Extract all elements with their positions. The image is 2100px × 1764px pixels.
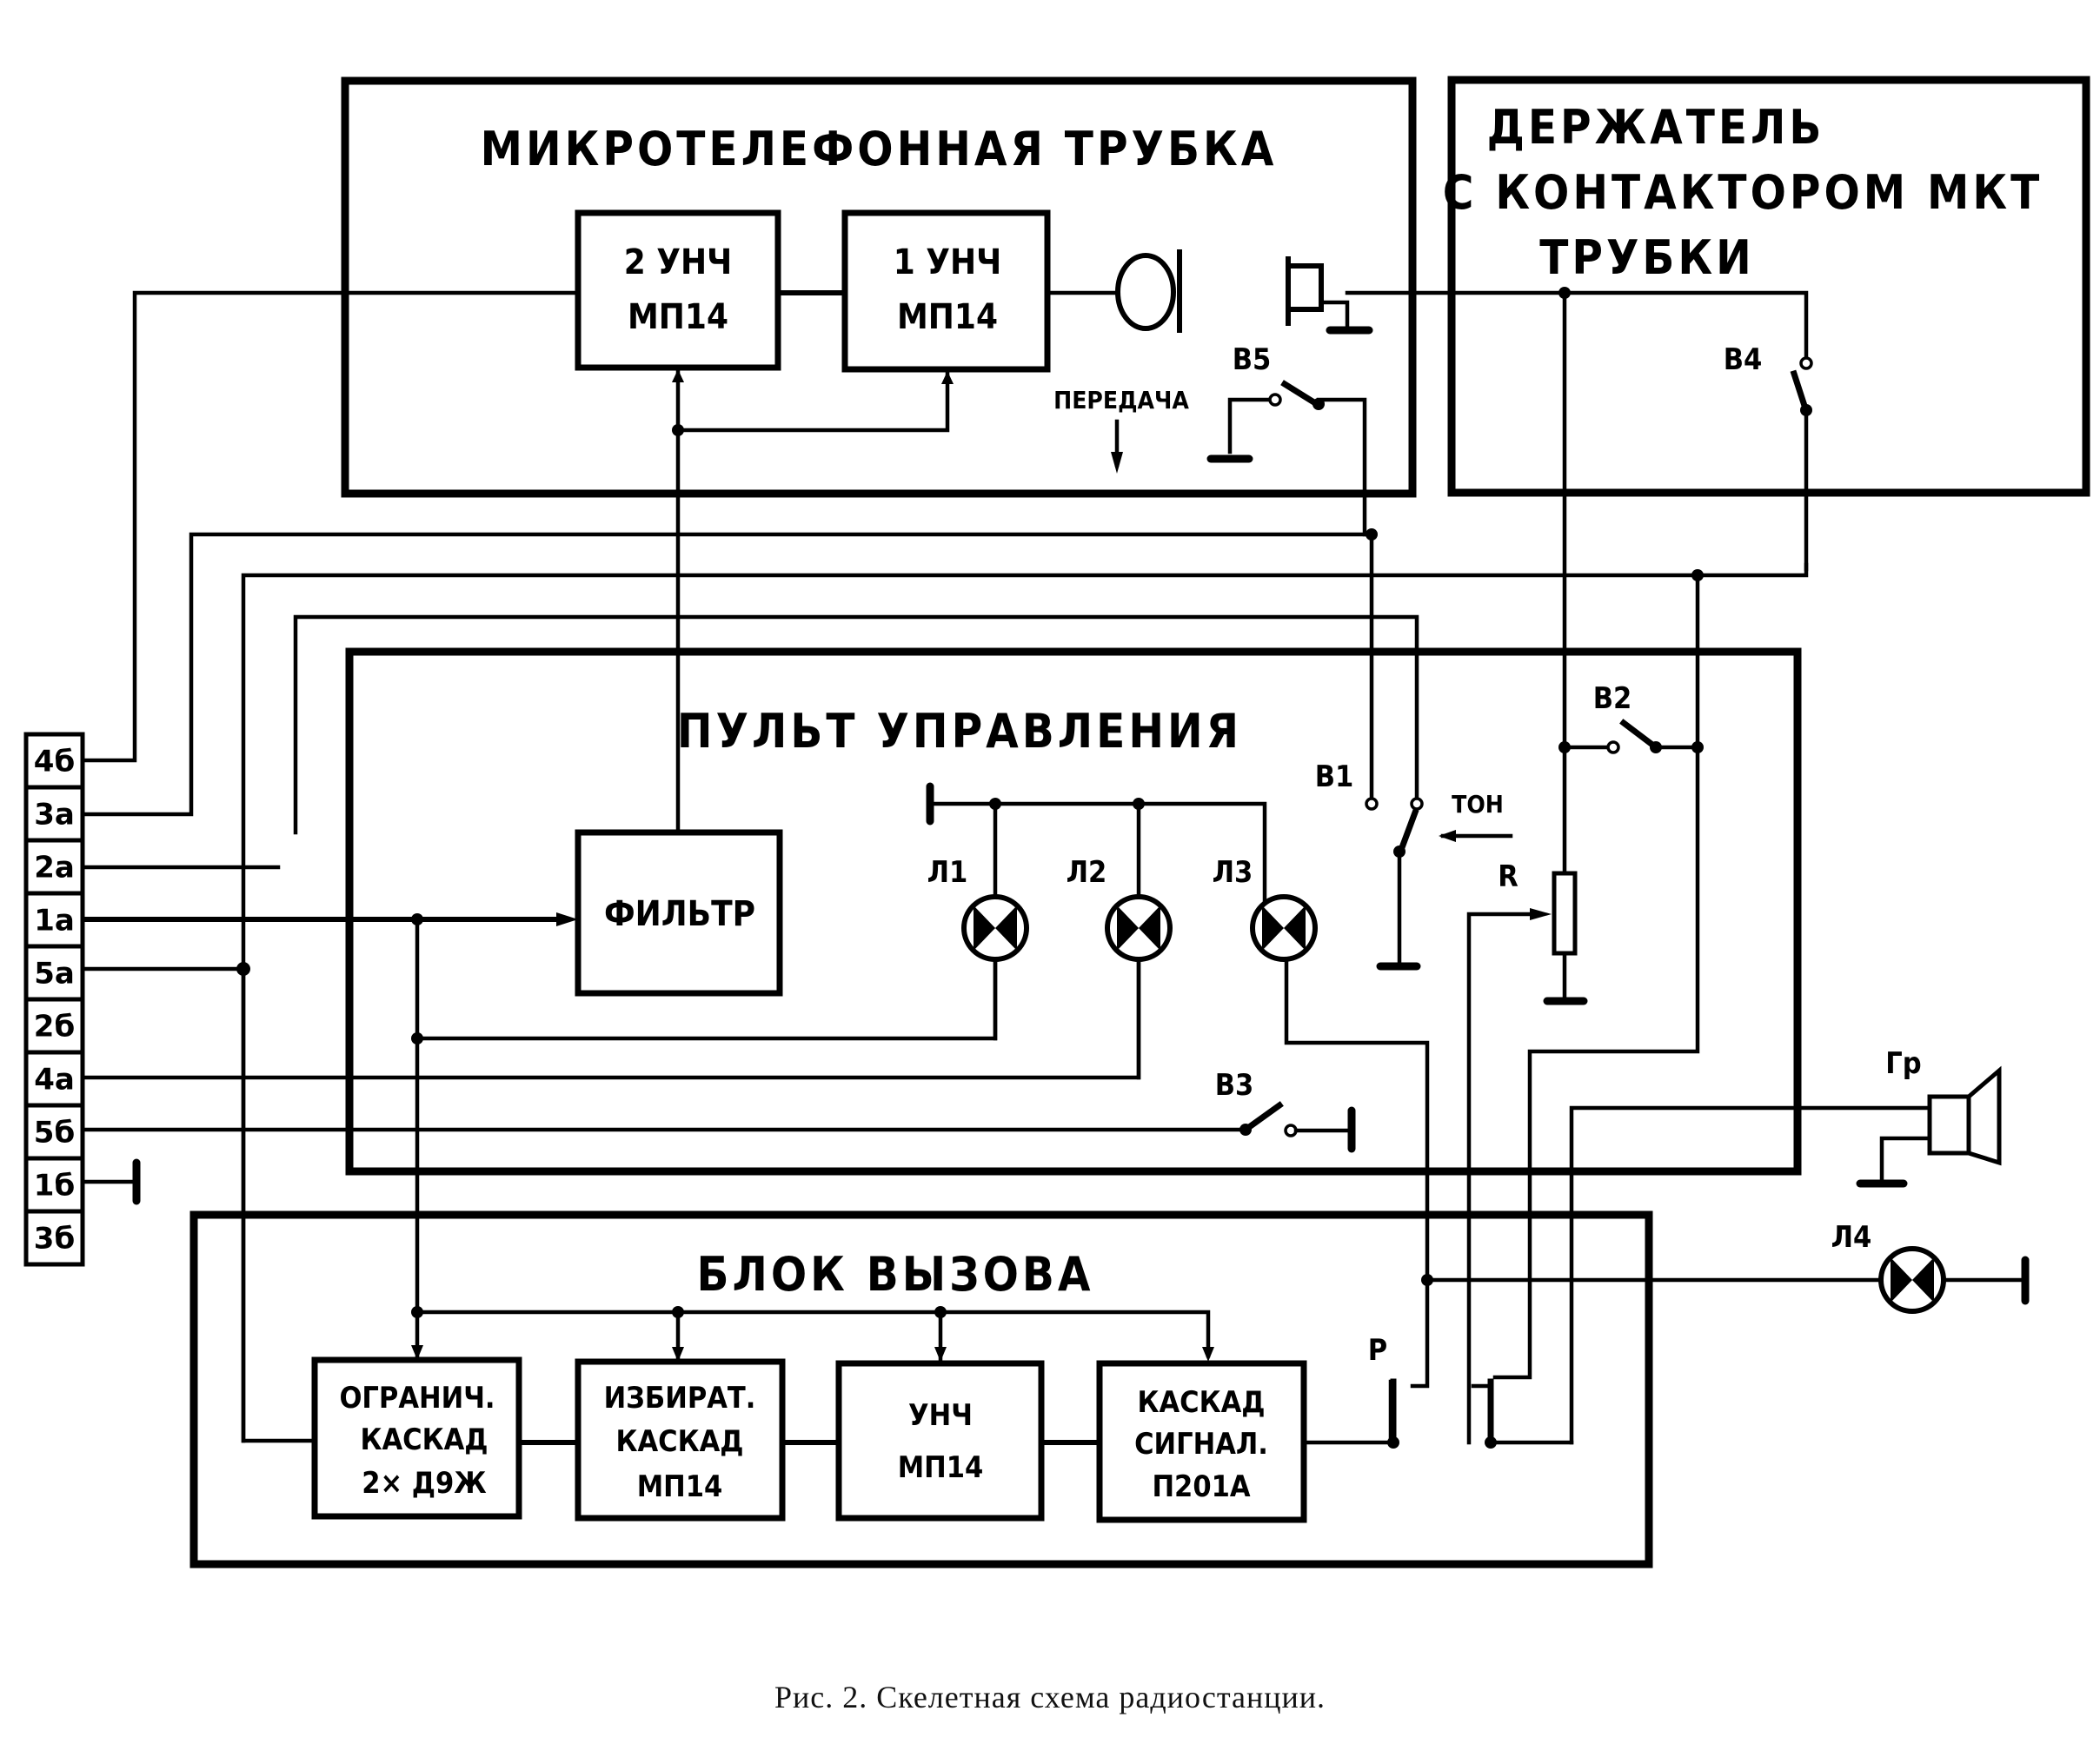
loudspeaker-label: Гр: [1885, 1046, 1921, 1081]
microphone-icon: [1115, 249, 1182, 333]
lamp-l2-label: Л2: [1067, 855, 1107, 890]
switch-b1: [1365, 797, 1424, 971]
transmit-label: ПЕРЕДАЧА: [1053, 386, 1189, 414]
switch-b1-label: В1: [1315, 759, 1354, 794]
relay-label: Р: [1368, 1333, 1387, 1368]
loudspeaker-icon: [1927, 1065, 2002, 1166]
switch-b3-label: В3: [1215, 1068, 1254, 1103]
tone-arrow-icon: [1439, 830, 1513, 842]
lamp-l4-icon: [1878, 1246, 1946, 1314]
connector-pin-label: 4а: [34, 1063, 75, 1098]
stage-label: КАСКАД: [615, 1424, 743, 1459]
lamp-l4-label: Л4: [1831, 1220, 1872, 1255]
connector-pin-cell: [23, 785, 85, 843]
connector-pin-cell: [23, 997, 85, 1055]
handset-title: МИКРОТЕЛЕФОННАЯ ТРУБКА: [481, 122, 1278, 176]
stage-label: МП14: [637, 1469, 723, 1504]
transmit-arrow-icon: [1111, 419, 1123, 474]
signal-stage-block: КАСКАД СИГНАЛ. П201А: [1096, 1360, 1307, 1523]
holder-title-line2: С КОНТАКТОРОМ МКТ: [1443, 165, 2043, 220]
stage-label: КАСКАД: [360, 1422, 488, 1457]
connector-pin-cell: [23, 732, 85, 790]
call-unit-frame: [189, 1210, 1653, 1568]
lamp-l3-label: Л3: [1213, 855, 1253, 890]
resistor-r: [1543, 871, 1588, 1005]
stage-label: 2× Д9Ж: [362, 1466, 487, 1501]
tone-label: ТОН: [1452, 790, 1504, 819]
selective-stage-block: ИЗБИРАТ. КАСКАД МП14: [575, 1358, 786, 1522]
lamp-l2-icon: [1105, 894, 1173, 962]
stage-label: П201А: [1152, 1469, 1250, 1504]
switch-b5: [1206, 380, 1367, 537]
control-panel-frame: [345, 647, 1802, 1176]
control-panel-title: ПУЛЬТ УПРАВЛЕНИЯ: [677, 704, 1242, 759]
connector-pin-label: 1б: [34, 1169, 75, 1204]
amp1-label-2: МП14: [897, 297, 998, 337]
amplifier-1-block: 1 УНЧ МП14: [841, 209, 1051, 373]
holder-title-line1: ДЕРЖАТЕЛЬ: [1487, 100, 1825, 155]
stage-label: КАСКАД: [1137, 1385, 1265, 1420]
connector-strip: 4б 3а 2а 1а 5а 2б 4а 5б 1б 3б: [23, 732, 85, 1267]
resistor-label: R: [1498, 859, 1519, 894]
connector-pin-label: 2б: [34, 1010, 75, 1044]
stage-label: МП14: [898, 1450, 984, 1485]
amplifier-2-block: 2 УНЧ МП14: [575, 209, 781, 371]
amp2-label-2: МП14: [628, 297, 728, 337]
connector-pin-cell: [23, 891, 85, 949]
switch-b4: [1562, 290, 1813, 572]
af-amplifier-stage-block: УНЧ МП14: [835, 1360, 1045, 1522]
handset-block-frame: [341, 76, 1417, 498]
holder-block-frame: [1447, 76, 2090, 497]
stage-label: СИГНАЛ.: [1134, 1427, 1268, 1462]
switch-b4-label: В4: [1724, 342, 1763, 377]
connector-pin-label: 1а: [34, 904, 75, 938]
figure-caption: Рис. 2. Скелетная схема радиостанции.: [774, 1680, 1326, 1714]
connector-pin-label: 3а: [34, 798, 75, 832]
switch-b2-label: В2: [1593, 681, 1632, 716]
lamp-l1-icon: [961, 894, 1029, 962]
connector-pin-label: 4б: [34, 745, 75, 779]
connector-pin-cell: [23, 1103, 85, 1161]
connector-pin-label: 5б: [34, 1116, 75, 1151]
connector-pin-label: 3б: [34, 1222, 75, 1257]
lamp-bus: [926, 782, 1267, 906]
filter-block: ФИЛЬТР: [575, 829, 783, 997]
call-unit-title: БЛОК ВЫЗОВА: [696, 1247, 1093, 1302]
switch-b5-label: В5: [1233, 342, 1272, 377]
filter-label: ФИЛЬТР: [604, 894, 755, 934]
amp1-label-1: 1 УНЧ: [894, 242, 1002, 282]
connector-pin-label: 5а: [34, 957, 75, 991]
stage-label: ИЗБИРАТ.: [604, 1381, 756, 1416]
lamp-l3-icon: [1250, 894, 1318, 962]
connector-pin-cell: [23, 1209, 85, 1267]
connector-pin-label: 2а: [34, 851, 75, 885]
lamp-l1-label: Л1: [927, 855, 968, 890]
switch-b3: [1239, 1101, 1356, 1153]
amp2-label-1: 2 УНЧ: [624, 242, 733, 282]
stage-label: УНЧ: [908, 1398, 973, 1433]
holder-title-line3: ТРУБКИ: [1539, 230, 1755, 285]
limiter-stage-block: ОГРАНИЧ. КАСКАД 2× Д9Ж: [311, 1356, 522, 1520]
earpiece-icon: [1286, 256, 1373, 335]
connector-pin-cell: [23, 1050, 85, 1108]
stage-label: ОГРАНИЧ.: [339, 1381, 495, 1416]
